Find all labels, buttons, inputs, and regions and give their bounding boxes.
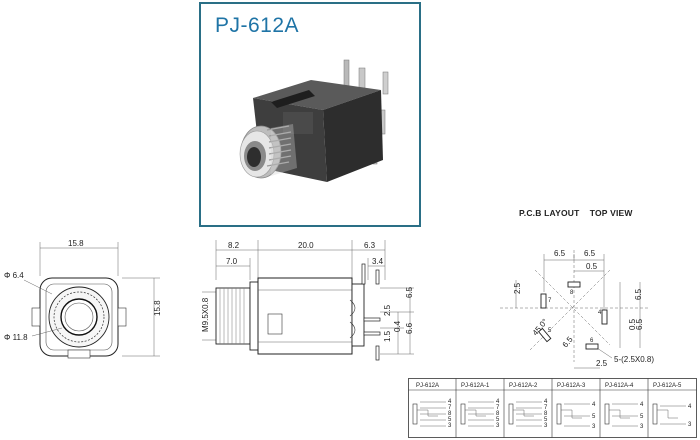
pcb-pin-label: 8 xyxy=(570,290,574,296)
pin-number: 5 xyxy=(496,417,500,423)
table-header: PJ-612A-1 xyxy=(461,383,490,389)
jack-bushing xyxy=(239,124,297,179)
side-dim-v3: 0.4 xyxy=(393,320,402,332)
front-view-drawing: 15.8 15.8 Φ 6.4 Φ 11.8 xyxy=(4,239,162,359)
table-header: PJ-612A-3 xyxy=(557,383,586,389)
pin-number: 7 xyxy=(448,405,452,411)
pcb-dim-offset: 0.5 xyxy=(586,262,598,271)
pcb-layout-heading: P.C.B LAYOUT TOP VIEW xyxy=(519,208,633,218)
schematic-cell: 4 7 8 5 3 xyxy=(508,399,548,429)
pin-number: 3 xyxy=(688,422,692,428)
pin-number: 8 xyxy=(496,411,500,417)
table-header: PJ-612A-4 xyxy=(605,383,634,389)
pin-number: 3 xyxy=(592,424,596,430)
variants-table: PJ-612A PJ-612A-1 PJ-612A-2 PJ-612A-3 PJ… xyxy=(408,378,697,438)
side-dim-e: 3.4 xyxy=(372,257,384,266)
front-dim-inner-dia: Φ 11.8 xyxy=(4,333,28,342)
pcb-dim-holes: 5-(2.5X0.8) xyxy=(614,355,654,364)
schematic-cell: 4 3 xyxy=(652,403,692,428)
pin-number: 4 xyxy=(640,402,644,408)
side-terminals xyxy=(361,263,381,361)
pcb-dim-top-right: 6.5 xyxy=(584,249,596,258)
pin-number: 5 xyxy=(592,414,596,420)
pin-number: 4 xyxy=(544,399,548,405)
pcb-pin-label: 6 xyxy=(590,338,594,344)
side-dim-d: 7.0 xyxy=(226,257,238,266)
pin-number: 3 xyxy=(496,423,500,429)
pin-number: 3 xyxy=(448,423,452,429)
front-dim-width: 15.8 xyxy=(68,239,84,248)
pcb-pin-label: 5 xyxy=(548,328,552,334)
front-dim-height: 15.8 xyxy=(153,300,162,316)
pcb-layout-drawing: 6.5 6.5 0.5 2.5 6.5 0.5 6.5 45.0° 6.5 2.… xyxy=(500,249,654,369)
side-thread-label: M9.5X0.8 xyxy=(201,297,210,332)
side-dim-c: 6.3 xyxy=(364,241,376,250)
pcb-dim-right-3: 6.5 xyxy=(635,318,644,330)
pin-number: 5 xyxy=(448,417,452,423)
pcb-pin-label: 4 xyxy=(598,310,602,316)
pin-number: 8 xyxy=(448,411,452,417)
pin-number: 4 xyxy=(592,402,596,408)
pin-number: 4 xyxy=(496,399,500,405)
side-bushing xyxy=(215,281,259,351)
pcb-dim-left: 2.5 xyxy=(513,282,522,294)
pin-number: 7 xyxy=(544,405,548,411)
side-dim-v5: 6.6 xyxy=(405,322,414,334)
pin-number: 5 xyxy=(544,417,548,423)
pin-number: 7 xyxy=(496,405,500,411)
side-dim-v4: 1.5 xyxy=(383,330,392,342)
table-header: PJ-612A-2 xyxy=(509,383,538,389)
pcb-pin-label: 7 xyxy=(548,298,552,304)
product-title: PJ-612A xyxy=(215,14,300,37)
pin-number: 3 xyxy=(640,424,644,430)
side-view-drawing: 8.2 20.0 6.3 7.0 3.4 M9.5X0.8 6.5 2.5 0.… xyxy=(201,240,414,361)
pcb-slots xyxy=(537,281,608,350)
product-photo-frame: PJ-612A xyxy=(199,2,421,227)
schematic-cell: 4 7 8 5 3 xyxy=(460,399,500,429)
side-dim-v1: 6.5 xyxy=(405,286,414,298)
pin-number: 3 xyxy=(544,423,548,429)
pin-number: 4 xyxy=(688,404,692,410)
schematic-cell: 4 5 3 xyxy=(604,402,644,430)
pcb-dim-top-left: 6.5 xyxy=(554,249,566,258)
pcb-dim-bottom: 2.5 xyxy=(596,359,608,368)
table-header: PJ-612A-5 xyxy=(653,383,682,389)
pin-number: 5 xyxy=(640,414,644,420)
pcb-dim-right-1: 6.5 xyxy=(634,288,643,300)
side-dim-a: 8.2 xyxy=(228,241,240,250)
pcb-dim-right-2: 0.5 xyxy=(628,318,637,330)
front-dim-outer-dia: Φ 6.4 xyxy=(4,271,24,280)
schematic-cell: 4 7 8 5 3 xyxy=(412,399,452,429)
pin-number: 4 xyxy=(448,399,452,405)
table-header: PJ-612A xyxy=(416,383,439,389)
side-body xyxy=(257,277,365,355)
pin-number: 8 xyxy=(544,411,548,417)
jack-photo xyxy=(239,59,389,182)
side-dim-v2: 2.5 xyxy=(383,304,392,316)
pcb-dim-diag: 6.5 xyxy=(561,335,575,350)
side-dim-b: 20.0 xyxy=(298,241,314,250)
schematic-cell: 4 5 3 xyxy=(556,402,596,430)
